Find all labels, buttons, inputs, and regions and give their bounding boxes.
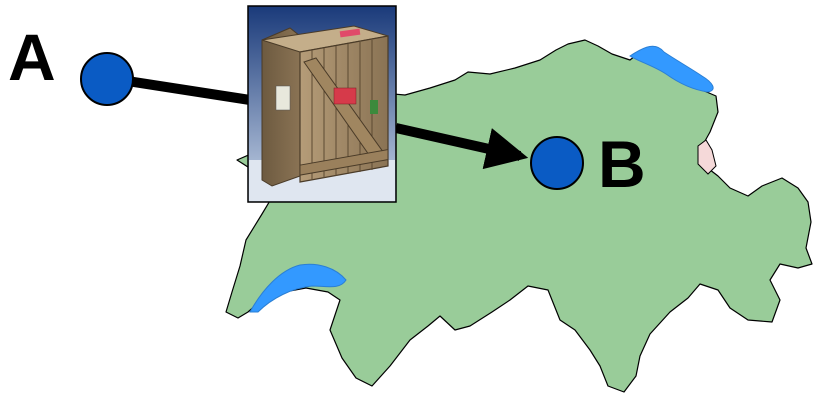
label-b: B — [598, 127, 646, 201]
crate-sticker-green — [370, 100, 378, 114]
crate-sticker-white — [276, 86, 290, 110]
label-a: A — [8, 20, 56, 94]
node-a — [81, 53, 133, 105]
crate-sticker-red — [334, 88, 356, 104]
node-b — [531, 137, 583, 189]
wooden-crate-icon — [248, 6, 396, 202]
